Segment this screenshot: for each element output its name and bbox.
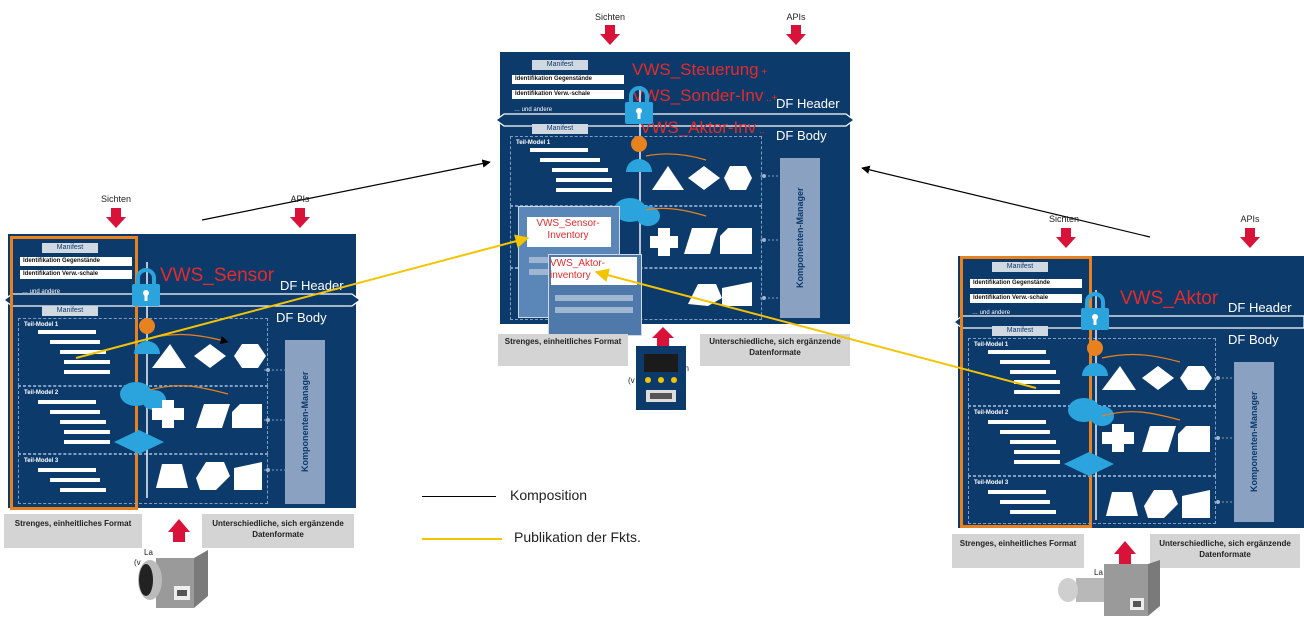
publication-legend-label: Publikation der Fkts.: [514, 529, 641, 545]
up-arrow-icon: [1114, 541, 1136, 564]
ident-item: Identifikation Gegenstände: [970, 279, 1082, 288]
partial-text: La: [1094, 568, 1103, 577]
strict-format-label: Strenges, einheitliches Format: [498, 334, 628, 366]
manager-connectors: [264, 368, 286, 472]
teil-model-label: Teil-Model 3: [974, 480, 1009, 486]
apis-arrow-icon: [1240, 228, 1260, 248]
user-icon: [134, 318, 160, 354]
user-icon: [626, 136, 652, 172]
manager-connectors: [760, 174, 782, 300]
lock-icon: [625, 86, 653, 124]
teil-model-label: Teil-Model 3: [24, 458, 59, 464]
actor-inventory-label: VWS_Aktor-inventory: [550, 258, 606, 281]
and-others-text: … und andere: [22, 289, 61, 295]
user-icon: [1082, 340, 1108, 376]
ident-item: Identifikation Gegenstände: [20, 257, 132, 266]
manifest-title: Manifest: [532, 124, 588, 134]
views-label: Sichten: [100, 194, 132, 204]
views-label: Sichten: [1048, 214, 1080, 224]
views-arrow-icon: [106, 208, 126, 228]
df-body-label: DF Body: [776, 128, 827, 143]
partial-text: (v: [134, 558, 141, 567]
flow-arrows: [1101, 353, 1181, 421]
publication-arrow-sensor: [75, 234, 530, 359]
special-inventory-title: VWS_Sonder-Inv ..+: [632, 86, 778, 105]
chat-bubble-icon: [614, 198, 660, 226]
actuator-icon: [1058, 560, 1160, 616]
teil-model-label: Teil-Model 1: [516, 140, 551, 146]
manifest-title: Manifest: [42, 306, 98, 316]
df-body-label: DF Body: [1228, 332, 1279, 347]
sensor-inventory-label: VWS_Sensor-Inventory: [536, 218, 600, 241]
chat-bubble-icon: [120, 382, 166, 410]
partial-text: La: [144, 548, 153, 557]
up-arrow-icon: [652, 327, 674, 346]
ident-item: Identifikation Verw.-schale: [512, 90, 624, 99]
ident-item: Identifikation Verw.-schale: [970, 294, 1082, 303]
views-arrow-icon: [1056, 228, 1076, 248]
strict-format-label: Strenges, einheitliches Format: [952, 534, 1084, 568]
publication-arrow-aktor: [594, 268, 1037, 389]
strict-format-frame: [960, 256, 1092, 528]
composition-arrow-left: [201, 159, 491, 221]
composition-arrow-right: [861, 165, 1151, 238]
connector-line: [146, 262, 148, 498]
apis-label: APIs: [290, 194, 310, 204]
manifest-title: Manifest: [42, 243, 98, 253]
df-header-label: DF Header: [776, 96, 840, 111]
teil-model-label: Teil-Model 1: [974, 342, 1009, 348]
teil-model-label: Teil-Model 2: [24, 390, 59, 396]
teil-model-label: Teil-Model 2: [974, 410, 1009, 416]
apis-arrow-icon: [290, 208, 310, 228]
manifest-title: Manifest: [992, 262, 1048, 272]
and-others-text: … und andere: [514, 107, 553, 113]
lock-icon: [132, 268, 160, 306]
controller-title: VWS_Steuerung +: [632, 60, 768, 79]
apis-label: APIs: [1240, 214, 1260, 224]
actor-title: VWS_Aktor: [1120, 288, 1219, 309]
composition-legend-line: [422, 496, 496, 497]
teil-model-label: Teil-Model 1: [24, 322, 59, 328]
views-arrow-icon: [600, 25, 620, 45]
df-header-label: DF Header: [280, 278, 344, 293]
actor-inventory-panel: [548, 254, 642, 336]
lock-icon: [1081, 292, 1109, 330]
composition-legend-label: Komposition: [510, 487, 588, 503]
shape-gallery: [152, 344, 266, 490]
plc-controller-icon: [636, 346, 686, 410]
teil-model-box: [18, 454, 268, 504]
views-label: Sichten: [594, 12, 626, 22]
teil-model-box: [968, 476, 1216, 524]
publication-legend-line: [422, 538, 502, 540]
actor-inventory-title: VWS_Aktor-Inv ..: [640, 118, 765, 137]
other-formats-label: Unterschiedliche, sich ergänzende Datenf…: [202, 514, 354, 548]
apis-arrow-icon: [786, 25, 806, 45]
other-formats-label: Unterschiedliche, sich ergänzende Datenf…: [1150, 534, 1300, 568]
and-others-text: … und andere: [972, 310, 1011, 316]
df-header-label: DF Header: [1228, 300, 1292, 315]
camera-sensor-icon: [138, 550, 208, 608]
shape-gallery: [650, 166, 752, 306]
header-divider: [496, 113, 854, 127]
ident-item: Identifikation Verw.-schale: [20, 270, 132, 279]
other-formats-label: Unterschiedliche, sich ergänzende Datenf…: [700, 334, 850, 366]
df-body-label: DF Body: [276, 310, 327, 325]
strict-format-frame: [10, 236, 138, 510]
diamond-marker-icon: [1064, 452, 1114, 476]
ident-item: Identifikation Gegenstände: [512, 75, 624, 84]
diamond-marker-icon: [114, 430, 164, 454]
manifest-title: Manifest: [992, 326, 1048, 336]
manager-connectors: [1214, 376, 1236, 504]
up-arrow-icon: [168, 519, 190, 542]
sensor-title: VWS_Sensor: [160, 265, 275, 286]
strict-format-label: Strenges, einheitliches Format: [4, 514, 142, 548]
apis-label: APIs: [786, 12, 806, 22]
flow-arrows: [645, 153, 707, 217]
shape-gallery: [1102, 366, 1212, 518]
manifest-title: Manifest: [532, 60, 588, 70]
